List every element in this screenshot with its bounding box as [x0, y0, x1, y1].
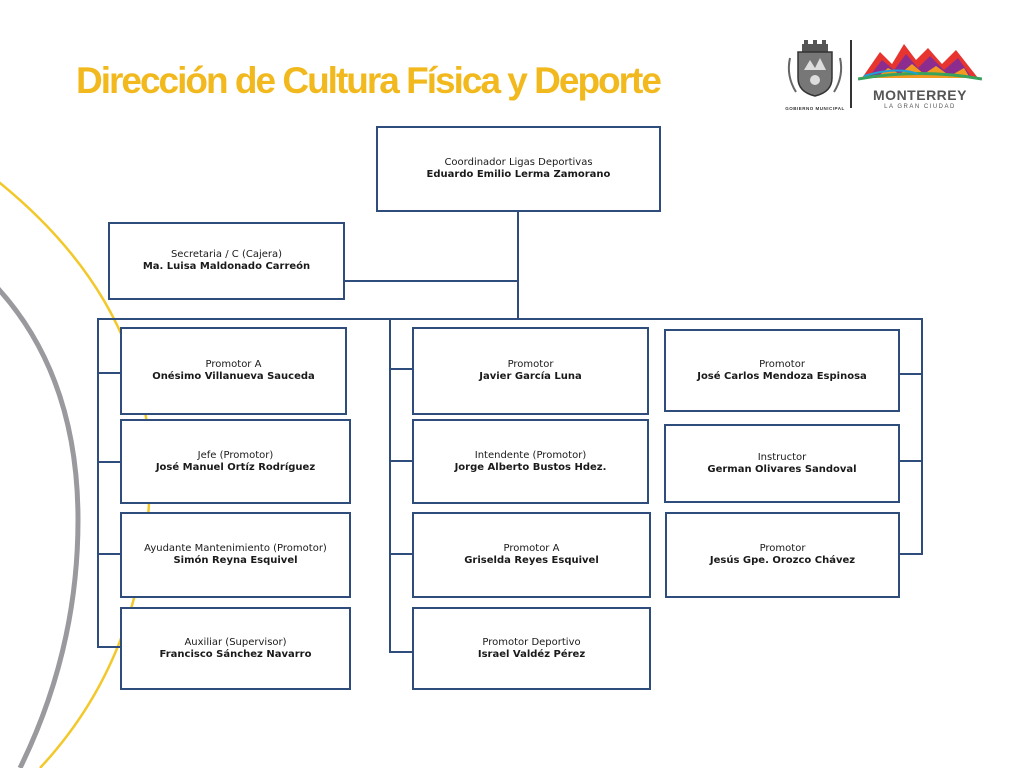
connector-col3-tick: [898, 460, 922, 462]
connector-col2-tick: [389, 460, 413, 462]
role-label: Jefe (Promotor): [197, 449, 274, 461]
connector-bus: [97, 318, 923, 320]
org-box-coordinator: Coordinador Ligas Deportivas Eduardo Emi…: [376, 126, 661, 212]
person-name: Francisco Sánchez Navarro: [159, 648, 312, 660]
person-name: Eduardo Emilio Lerma Zamorano: [426, 169, 611, 180]
connector-col1-tick: [97, 372, 121, 374]
municipal-seal-logo: GOBIERNO MUNICIPAL: [784, 40, 846, 111]
role-label: Promotor: [759, 543, 806, 554]
org-box-col1-2: Jefe (Promotor) José Manuel Ortíz Rodríg…: [120, 419, 351, 504]
logo-divider: [850, 40, 852, 108]
connector-col3-spine: [921, 318, 923, 555]
org-box-col3-1: Promotor José Carlos Mendoza Espinosa: [664, 329, 900, 412]
role-label: Promotor A: [503, 543, 560, 554]
person-name: Griselda Reyes Esquivel: [464, 555, 599, 566]
org-box-col1-3: Ayudante Mantenimiento (Promotor) Simón …: [120, 512, 351, 598]
person-name: José Manuel Ortíz Rodríguez: [155, 461, 316, 473]
person-name: Jorge Alberto Bustos Hdez.: [454, 461, 607, 473]
gray-curve: [0, 287, 81, 768]
connector-col3-tick: [898, 373, 922, 375]
monterrey-wordmark: MONTERREY: [873, 87, 967, 103]
connector-col2-tick: [389, 553, 413, 555]
person-name: Ma. Luisa Maldonado Carreón: [142, 261, 311, 272]
person-name: Javier García Luna: [479, 371, 582, 382]
seal-icon: [787, 40, 843, 97]
municipal-caption: GOBIERNO MUNICIPAL: [785, 106, 845, 111]
org-box-col2-4: Promotor Deportivo Israel Valdéz Pérez: [412, 607, 651, 690]
role-label: Promotor A: [205, 359, 262, 370]
person-name: Simón Reyna Esquivel: [173, 555, 298, 566]
monterrey-logo: MONTERREY LA GRAN CIUDAD: [857, 38, 983, 110]
page-title: Dirección de Cultura Física y Deporte: [76, 60, 662, 101]
person-name: Israel Valdéz Pérez: [477, 648, 586, 660]
role-label: Promotor: [507, 359, 554, 370]
org-box-col1-1: Promotor A Onésimo Villanueva Sauceda: [120, 327, 347, 415]
connector-col2-spine: [389, 318, 391, 653]
org-box-col2-2: Intendente (Promotor) Jorge Alberto Bust…: [412, 419, 649, 504]
org-box-col1-4: Auxiliar (Supervisor) Francisco Sánchez …: [120, 607, 351, 690]
role-label: Ayudante Mantenimiento (Promotor): [144, 543, 327, 554]
connector-secretary: [343, 280, 518, 282]
org-box-col2-1: Promotor Javier García Luna: [412, 327, 649, 415]
connector-col2-tick: [389, 368, 413, 370]
role-label: Coordinador Ligas Deportivas: [444, 157, 593, 168]
connector-col1-tick: [97, 646, 121, 648]
person-name: José Carlos Mendoza Espinosa: [697, 370, 867, 382]
org-box-col3-2: Instructor German Olivares Sandoval: [664, 424, 900, 503]
mountains-icon: [857, 44, 983, 81]
role-label: Auxiliar (Supervisor): [184, 636, 287, 648]
role-label: Intendente (Promotor): [474, 449, 587, 461]
connector-col1-spine: [97, 318, 99, 648]
org-box-col3-3: Promotor Jesús Gpe. Orozco Chávez: [665, 512, 900, 598]
person-name: Onésimo Villanueva Sauceda: [152, 371, 315, 382]
role-label: Instructor: [757, 451, 807, 463]
person-name: Jesús Gpe. Orozco Chávez: [709, 555, 856, 566]
connector-trunk: [517, 210, 519, 320]
connector-col1-tick: [97, 553, 121, 555]
connector-col1-tick: [97, 461, 121, 463]
connector-col3-tick: [898, 553, 922, 555]
connector-col2-tick: [389, 651, 413, 653]
person-name: German Olivares Sandoval: [707, 463, 857, 475]
org-box-col2-3: Promotor A Griselda Reyes Esquivel: [412, 512, 651, 598]
role-label: Promotor: [759, 358, 805, 370]
org-box-secretary: Secretaria / C (Cajera) Ma. Luisa Maldon…: [108, 222, 345, 300]
role-label: Secretaria / C (Cajera): [170, 249, 283, 260]
role-label: Promotor Deportivo: [482, 636, 581, 648]
monterrey-tagline: LA GRAN CIUDAD: [884, 104, 956, 110]
